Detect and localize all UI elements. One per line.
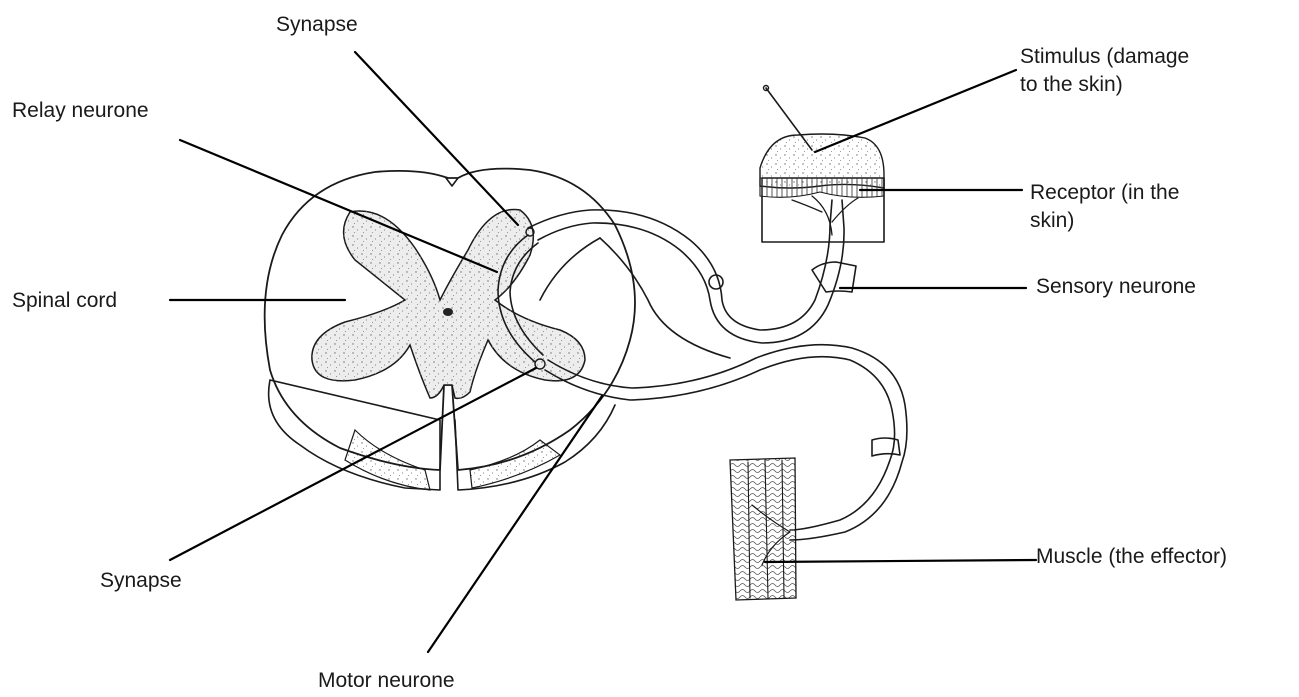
leader-muscle (765, 560, 1036, 562)
label-relay-neurone: Relay neurone (12, 98, 149, 123)
central-canal (443, 308, 453, 316)
leader-synapse-top (355, 52, 518, 225)
label-stimulus-line2: to the skin) (1020, 72, 1123, 97)
grey-matter-depth-right (470, 440, 560, 488)
leader-stimulus (815, 70, 1016, 152)
motor-neurone-path (535, 238, 907, 540)
label-receptor-line2: skin) (1030, 208, 1074, 233)
skin-section (760, 86, 884, 243)
leader-relay-neurone (180, 140, 497, 272)
label-receptor-line1: Receptor (in the (1030, 180, 1179, 205)
label-synapse-top: Synapse (276, 12, 358, 37)
label-spinal-cord: Spinal cord (12, 288, 117, 313)
leader-motor-neurone (428, 396, 602, 652)
label-sensory-neurone: Sensory neurone (1036, 274, 1196, 299)
leader-synapse-bottom (170, 368, 536, 560)
label-stimulus-line1: Stimulus (damage (1020, 44, 1189, 69)
label-synapse-bottom: Synapse (100, 568, 182, 593)
spinal-cord (265, 169, 635, 490)
sensory-neurone-path (526, 200, 856, 343)
muscle-effector (730, 458, 796, 600)
label-muscle: Muscle (the effector) (1036, 544, 1227, 569)
label-motor-neurone: Motor neurone (318, 668, 455, 693)
grey-matter-depth-left (345, 430, 430, 490)
